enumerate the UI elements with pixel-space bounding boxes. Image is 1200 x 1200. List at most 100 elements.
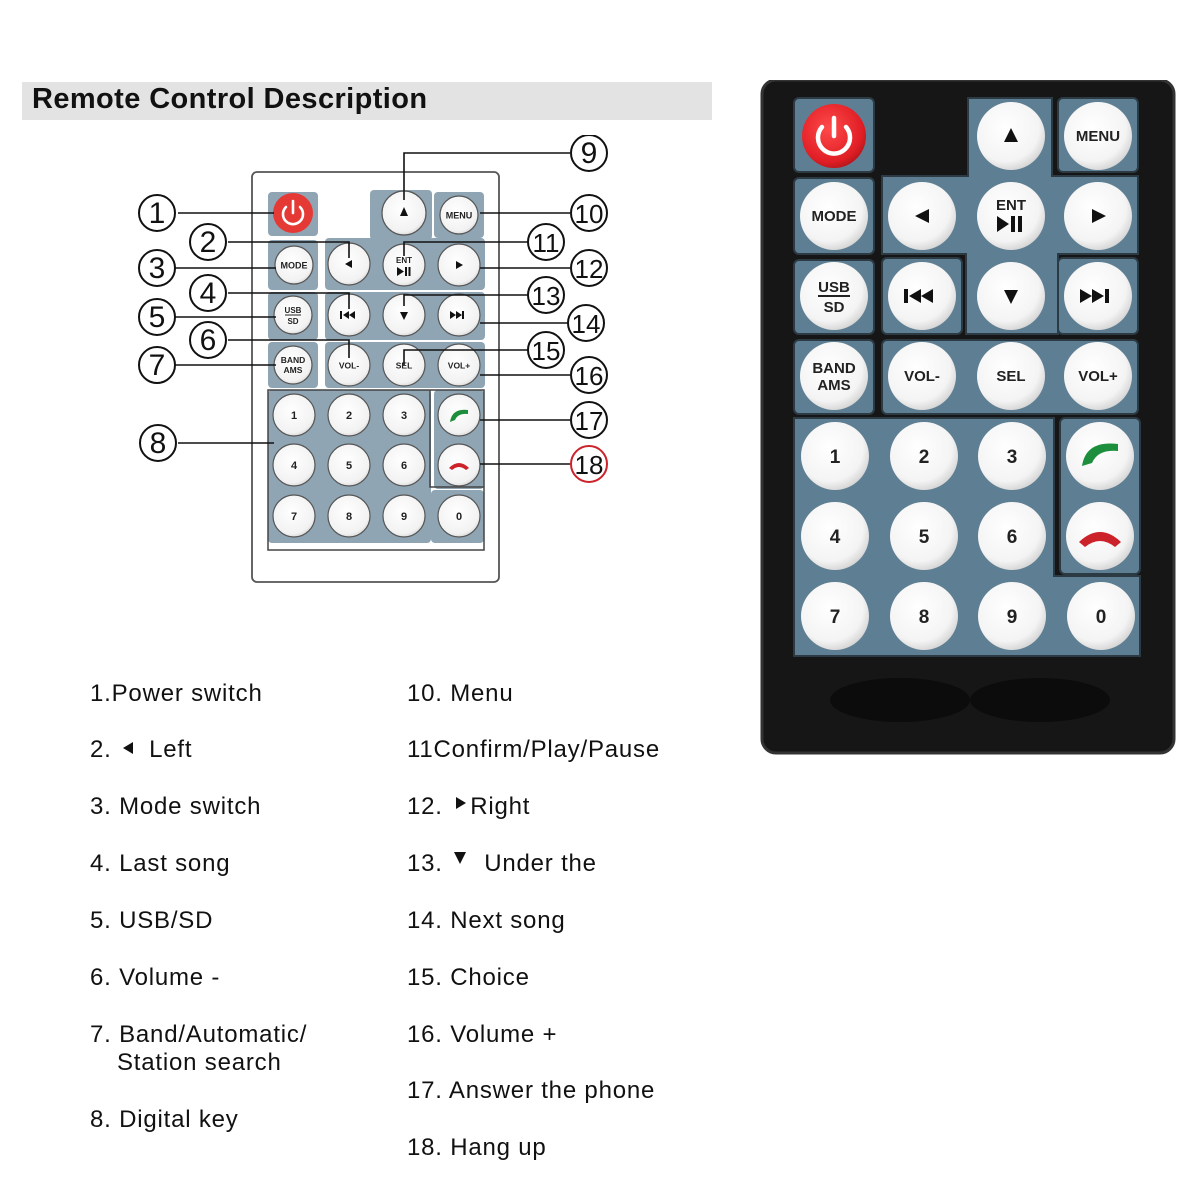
desc-item-7: 7. Band/Automatic/ xyxy=(90,1021,307,1049)
photo-ent-button[interactable]: ENT xyxy=(977,182,1045,250)
callout-marker-4: 4 xyxy=(189,274,227,312)
photo-digit-label: 4 xyxy=(830,527,841,548)
desc-number: 7. xyxy=(90,1021,112,1048)
photo-menu-button[interactable]: MENU xyxy=(1064,102,1132,170)
photo-right-button[interactable] xyxy=(1064,182,1132,250)
photo-digit-key[interactable]: 2 xyxy=(890,422,958,490)
diagram-up-button[interactable] xyxy=(381,190,427,236)
remote-diagram: MENU MODE ENT USB SD xyxy=(138,135,608,583)
desc-text: Under the xyxy=(484,850,597,877)
photo-next-button[interactable] xyxy=(1064,262,1132,330)
diagram-left-button[interactable] xyxy=(327,242,371,286)
photo-vol-minus-label: VOL- xyxy=(904,368,940,385)
diagram-digit-key[interactable]: 0 xyxy=(437,494,481,538)
diagram-hangup-button[interactable] xyxy=(437,443,481,487)
diagram-right-button[interactable] xyxy=(437,243,481,287)
photo-digit-key[interactable]: 3 xyxy=(978,422,1046,490)
desc-number: 6. xyxy=(90,964,112,991)
callout-marker-3: 3 xyxy=(138,249,176,287)
photo-up-button[interactable] xyxy=(977,102,1045,170)
diagram-prev-button[interactable] xyxy=(327,293,371,337)
desc-text: Choice xyxy=(442,964,530,991)
photo-digit-key[interactable]: 0 xyxy=(1067,582,1135,650)
desc-text: Station search xyxy=(117,1049,282,1076)
photo-digit-key[interactable]: 9 xyxy=(978,582,1046,650)
diagram-digit-key[interactable]: 8 xyxy=(327,494,371,538)
diagram-digit-key[interactable]: 4 xyxy=(272,443,316,487)
diagram-digit-label: 4 xyxy=(291,460,298,472)
photo-hangup-button[interactable] xyxy=(1066,502,1134,570)
desc-number: 18. xyxy=(407,1134,443,1161)
callout-marker-5: 5 xyxy=(138,298,176,336)
diagram-digit-key[interactable]: 9 xyxy=(382,494,426,538)
callout-number: 10 xyxy=(575,199,604,229)
photo-digit-key[interactable]: 6 xyxy=(978,502,1046,570)
desc-number: 11 xyxy=(407,736,434,763)
desc-text: USB/SD xyxy=(111,907,214,934)
diagram-digit-key[interactable]: 1 xyxy=(272,393,316,437)
photo-digit-key[interactable]: 5 xyxy=(890,502,958,570)
photo-digit-label: 2 xyxy=(919,447,930,468)
photo-digit-key[interactable]: 1 xyxy=(801,422,869,490)
diagram-digit-key[interactable]: 5 xyxy=(327,443,371,487)
callout-number: 13 xyxy=(532,281,561,311)
photo-digit-label: 3 xyxy=(1007,447,1018,468)
desc-number: 1. xyxy=(90,680,112,707)
diagram-next-button[interactable] xyxy=(437,293,481,337)
desc-text: Right xyxy=(470,793,531,820)
callout-number: 16 xyxy=(575,361,604,391)
photo-vol-plus-button[interactable]: VOL+ xyxy=(1064,342,1132,410)
photo-mode-button[interactable]: MODE xyxy=(800,182,868,250)
diagram-down-button[interactable] xyxy=(382,293,426,337)
diagram-ent-label: ENT xyxy=(396,256,412,265)
diagram-band-ams-button[interactable]: BAND AMS xyxy=(273,345,313,385)
desc-item-10: 10. Menu xyxy=(407,680,513,708)
desc-text: Left xyxy=(149,736,193,763)
photo-vol-minus-button[interactable]: VOL- xyxy=(888,342,956,410)
diagram-digit-key[interactable]: 7 xyxy=(272,494,316,538)
photo-down-button[interactable] xyxy=(977,262,1045,330)
photo-digit-key[interactable]: 4 xyxy=(801,502,869,570)
photo-answer-button[interactable] xyxy=(1066,422,1134,490)
photo-prev-button[interactable] xyxy=(888,262,956,330)
diagram-vol-minus-label: VOL- xyxy=(339,361,359,371)
callout-number: 3 xyxy=(149,252,166,285)
diagram-usb-sd-button[interactable]: USB SD xyxy=(273,295,313,335)
photo-sel-button[interactable]: SEL xyxy=(977,342,1045,410)
photo-digit-label: 6 xyxy=(1007,527,1018,548)
diagram-inner-lines xyxy=(267,389,485,551)
desc-number: 2. xyxy=(90,736,112,763)
diagram-mode-button[interactable]: MODE xyxy=(274,245,314,285)
diagram-digit-key[interactable]: 2 xyxy=(327,393,371,437)
callout-number: 18 xyxy=(575,450,604,480)
desc-text: Next song xyxy=(442,907,566,934)
callout-marker-9: 9 xyxy=(570,135,608,172)
play-pause-icon xyxy=(997,216,1022,232)
diagram-ent-button[interactable]: ENT xyxy=(382,243,426,287)
power-icon xyxy=(281,199,305,226)
diagram-power-button[interactable] xyxy=(273,193,313,233)
desc-item-6: 6. Volume - xyxy=(90,964,220,992)
left-triangle-icon xyxy=(123,741,134,754)
diagram-digit-key[interactable]: 6 xyxy=(382,443,426,487)
photo-left-button[interactable] xyxy=(888,182,956,250)
photo-digit-key[interactable]: 7 xyxy=(801,582,869,650)
up-arrow-icon xyxy=(400,207,408,216)
desc-text: Mode switch xyxy=(111,793,262,820)
right-arrow-icon xyxy=(456,261,463,269)
photo-usb-sd-button[interactable]: USB SD xyxy=(800,262,868,330)
desc-item-17: 17. Answer the phone xyxy=(407,1077,655,1105)
diagram-digit-label: 7 xyxy=(291,511,297,523)
desc-text: Band/Automatic/ xyxy=(111,1021,308,1048)
photo-power-button[interactable] xyxy=(802,104,866,168)
diagram-menu-label: MENU xyxy=(446,211,473,221)
diagram-digit-key[interactable]: 3 xyxy=(382,393,426,437)
desc-number: 15. xyxy=(407,964,443,991)
diagram-menu-button[interactable]: MENU xyxy=(439,195,479,235)
photo-sel-label: SEL xyxy=(996,368,1025,385)
photo-digit-key[interactable]: 8 xyxy=(890,582,958,650)
photo-band-ams-button[interactable]: BAND AMS xyxy=(800,342,868,410)
photo-digit-label: 0 xyxy=(1096,607,1107,628)
diagram-vol-plus-button[interactable]: VOL+ xyxy=(437,343,481,387)
diagram-answer-button[interactable] xyxy=(437,393,481,437)
